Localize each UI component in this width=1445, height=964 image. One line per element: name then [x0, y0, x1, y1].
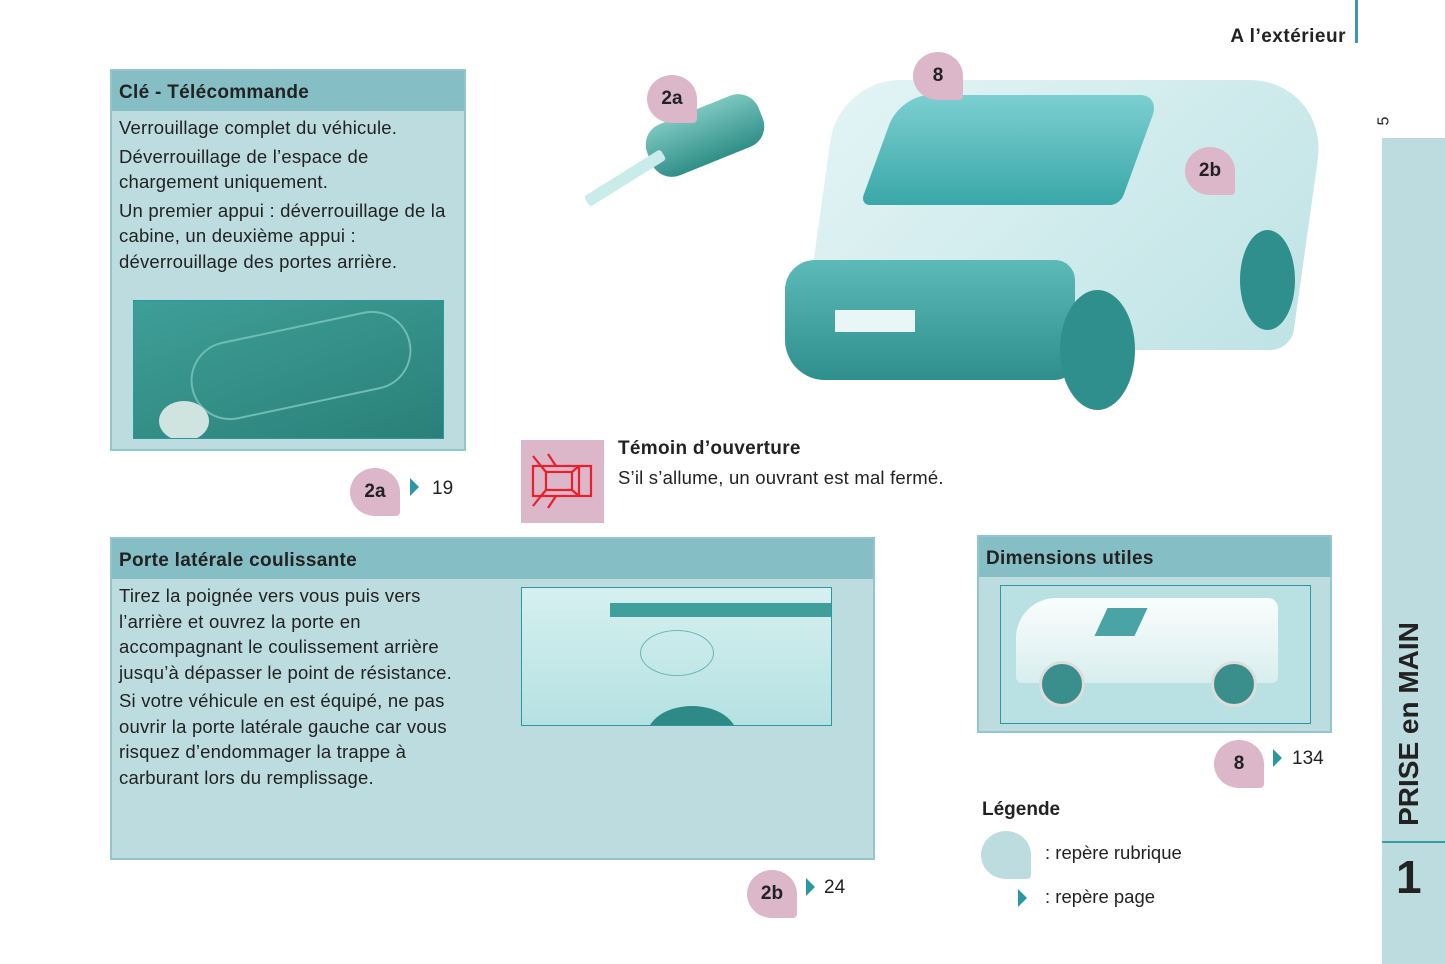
header-rule: [1355, 0, 1358, 43]
sliding-door-image: [521, 587, 832, 726]
sliding-door-panel: Porte latérale coulissante Tirez la poig…: [110, 537, 875, 860]
legend-marker-label: : repère rubrique: [1045, 842, 1182, 863]
chapter-sidebar: PRISE en MAIN 1: [1382, 138, 1445, 964]
page-arrow-icon: [410, 478, 419, 496]
chapter-divider: [1382, 841, 1445, 843]
warning-title: Témoin d’ouverture: [618, 438, 801, 459]
legend-title: Légende: [982, 799, 1061, 820]
dimensions-panel: Dimensions utiles: [977, 535, 1332, 733]
marker-8-illustration: 8: [913, 52, 963, 100]
marker-2a-illustration: 2a: [647, 75, 697, 123]
legend-arrow-icon: [1018, 889, 1027, 907]
legend-marker-icon: [981, 831, 1031, 879]
marker-2b: 2b: [747, 870, 797, 918]
door-text-1: Tirez la poignée vers vous puis vers l’a…: [119, 585, 452, 683]
door-text-2: Si votre véhicule en est équipé, ne pas …: [119, 690, 447, 788]
key-text-1: Verrouillage complet du véhicule.: [119, 117, 398, 138]
page-ref-19[interactable]: 19: [432, 478, 454, 499]
page-ref-24[interactable]: 24: [824, 877, 846, 898]
van-front-illustration: [780, 70, 1329, 420]
warning-text: S’il s’allume, un ouvrant est mal fermé.: [618, 467, 944, 488]
key-panel: Clé - Télécommande Verrouillage complet …: [110, 69, 466, 451]
van-dimensions-image: [1000, 585, 1311, 724]
remote-buttons-image: [133, 300, 444, 439]
page-ref-134[interactable]: 134: [1292, 748, 1324, 769]
door-open-warning-icon: [521, 440, 604, 523]
marker-2a: 2a: [350, 468, 400, 516]
chapter-title: PRISE en MAIN: [1393, 622, 1424, 826]
page-number: 5: [1375, 116, 1393, 126]
page-arrow-icon: [806, 878, 815, 896]
key-panel-title: Clé - Télécommande: [112, 71, 464, 111]
marker-8: 8: [1214, 740, 1264, 788]
sliding-door-title: Porte latérale coulissante: [112, 539, 873, 579]
page-arrow-icon: [1273, 749, 1282, 767]
key-text-3: Un premier appui : déverrouillage de la …: [119, 199, 446, 272]
section-title: A l’extérieur: [1230, 26, 1346, 47]
marker-2b-illustration: 2b: [1185, 147, 1235, 195]
key-text-2: Déverrouillage de l’espace de chargement…: [119, 145, 369, 193]
dimensions-title: Dimensions utiles: [979, 537, 1330, 577]
chapter-number: 1: [1396, 851, 1422, 903]
legend-page-label: : repère page: [1045, 886, 1156, 907]
